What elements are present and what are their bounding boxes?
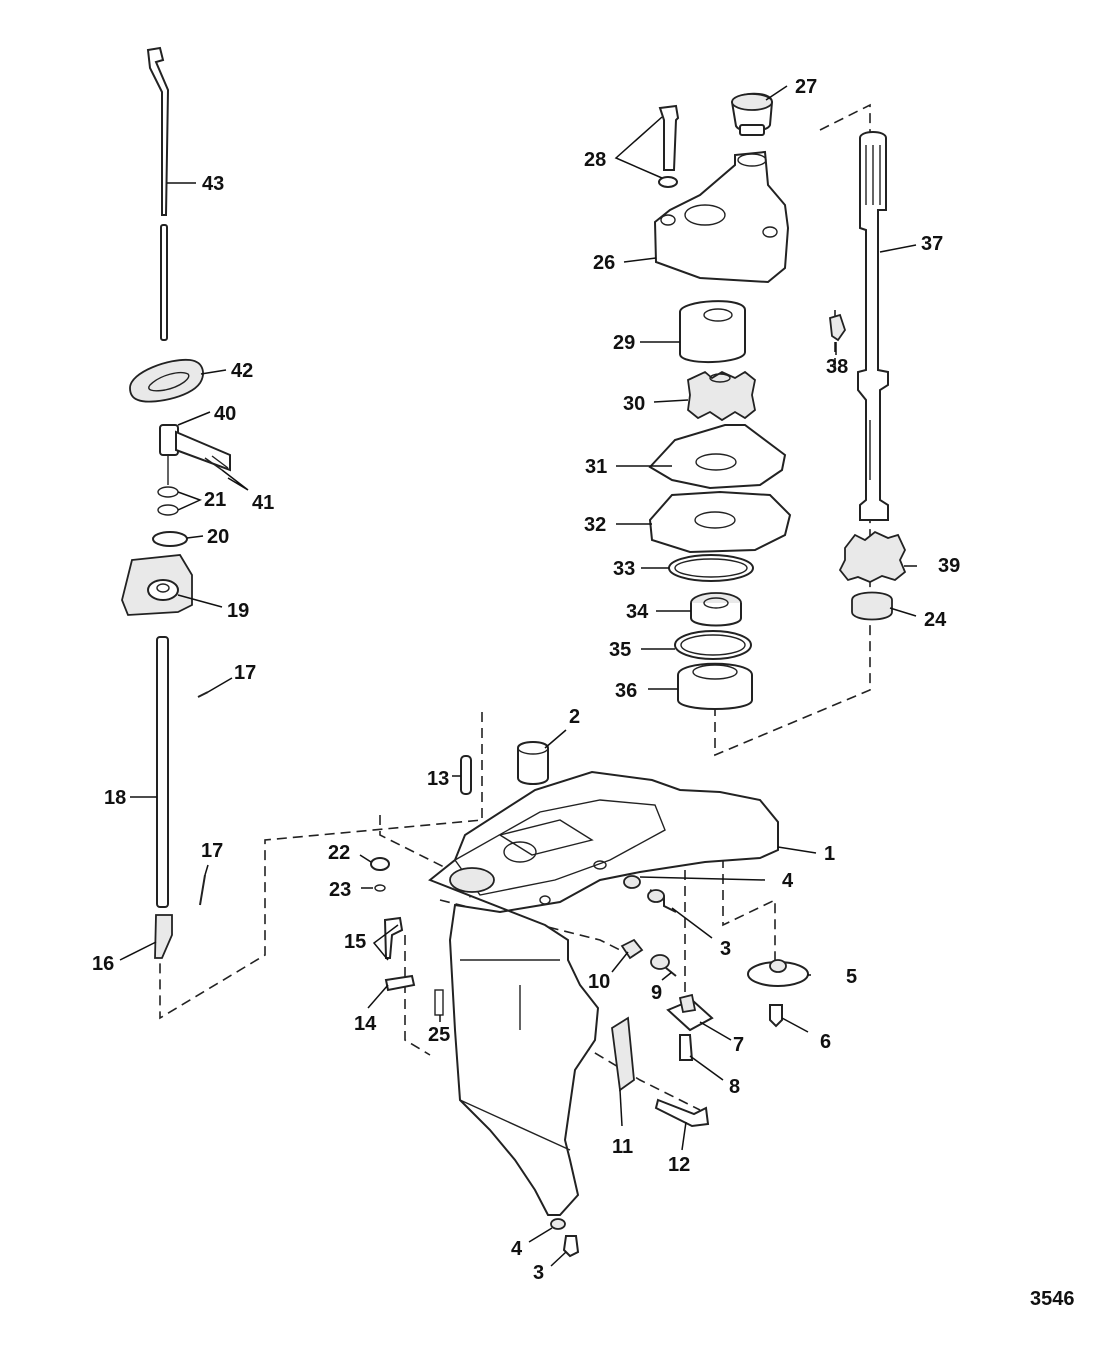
- screw-8: [679, 1034, 694, 1061]
- callout-7: 7: [733, 1034, 744, 1056]
- water-tube-seal: [730, 92, 774, 136]
- callout-31: 31: [585, 456, 607, 478]
- callout-26: 26: [593, 252, 615, 274]
- callout-39: 39: [938, 555, 960, 577]
- screw-12: [654, 1098, 710, 1128]
- callout-4-lower: 4: [511, 1238, 523, 1260]
- pin-14: [384, 974, 416, 992]
- callout-32: 32: [584, 514, 606, 536]
- pinion-nut: [851, 591, 893, 621]
- assembly-guide-lines: [159, 103, 871, 1111]
- callout-3-upper: 3: [720, 938, 731, 960]
- shift-cam: [154, 914, 173, 959]
- callout-13: 13: [427, 768, 449, 790]
- bolt-23: [374, 884, 386, 892]
- callout-1: 1: [824, 843, 835, 865]
- water-tube-bushing: [517, 741, 549, 785]
- callout-4-upper: 4: [782, 870, 794, 892]
- impeller: [687, 370, 756, 422]
- shift-shaft-bushing: [121, 554, 193, 616]
- callout-12: 12: [668, 1154, 690, 1176]
- callout-41: 41: [252, 492, 274, 514]
- callout-labels: 1 2 3 3 4 4 5 6 7 8 9 10 11 12 13 14 15 …: [92, 76, 960, 1284]
- callout-5: 5: [846, 966, 857, 988]
- o-ring-35: [674, 630, 752, 660]
- callout-37: 37: [921, 233, 943, 255]
- pin-25: [434, 989, 444, 1016]
- washer-4-upper: [623, 875, 641, 889]
- callout-15: 15: [344, 931, 366, 953]
- callout-17-upper: 17: [234, 662, 256, 684]
- face-plate: [648, 490, 792, 554]
- clip-11: [611, 1016, 635, 1092]
- o-ring-20: [152, 531, 188, 547]
- screw-9: [650, 954, 677, 977]
- callout-23: 23: [329, 879, 351, 901]
- callout-6: 6: [820, 1031, 831, 1053]
- screw-3-upper: [647, 889, 677, 913]
- callout-14: 14: [354, 1013, 377, 1035]
- bearing-34: [690, 592, 742, 627]
- callout-36: 36: [615, 680, 637, 702]
- screw-6: [769, 1004, 783, 1028]
- pin-17-upper: [197, 691, 209, 698]
- callout-11: 11: [612, 1136, 633, 1158]
- callout-10: 10: [588, 971, 610, 993]
- shift-rod-upper: [146, 46, 170, 341]
- pump-insert: [679, 300, 746, 363]
- driveshaft-key: [829, 313, 846, 342]
- callout-24: 24: [924, 609, 947, 631]
- water-pump-housing: [653, 150, 790, 284]
- callout-25: 25: [428, 1024, 450, 1046]
- dowel-pin-13: [460, 755, 472, 795]
- callout-8: 8: [729, 1076, 740, 1098]
- callout-9: 9: [651, 982, 662, 1004]
- driveshaft: [857, 131, 889, 521]
- pump-screws: [658, 104, 680, 188]
- callout-19: 19: [227, 600, 249, 622]
- callout-28: 28: [584, 149, 606, 171]
- callout-22: 22: [328, 842, 350, 864]
- callout-18: 18: [104, 787, 126, 809]
- callout-38: 38: [826, 356, 848, 378]
- callout-20: 20: [207, 526, 229, 548]
- washer-4-lower: [550, 1218, 566, 1230]
- gasket-upper: [648, 424, 787, 490]
- callout-2: 2: [569, 706, 580, 728]
- callout-43: 43: [202, 173, 224, 195]
- callout-35: 35: [609, 639, 631, 661]
- callout-40: 40: [214, 403, 236, 425]
- callout-33: 33: [613, 558, 635, 580]
- callout-3-lower: 3: [533, 1262, 544, 1284]
- trim-tab-5: [747, 959, 809, 987]
- link-15: [383, 916, 404, 959]
- figure-number: 3546: [1030, 1288, 1075, 1310]
- pinion-gear: [838, 530, 907, 583]
- o-ring-33: [668, 554, 754, 582]
- shift-rod-grommet: [129, 359, 204, 403]
- callout-27: 27: [795, 76, 817, 98]
- callout-29: 29: [613, 332, 635, 354]
- callout-34: 34: [626, 601, 649, 623]
- leader-lines: [119, 85, 917, 1267]
- callout-16: 16: [92, 953, 114, 975]
- screw-3-lower: [562, 1235, 580, 1258]
- washer-22: [370, 857, 390, 871]
- driveshaft-housing: [428, 770, 779, 1216]
- retaining-rings: [157, 486, 179, 516]
- oil-seal-carrier: [677, 662, 753, 710]
- callout-30: 30: [623, 393, 645, 415]
- callout-42: 42: [231, 360, 253, 382]
- callout-21: 21: [204, 489, 226, 511]
- lower-shift-shaft: [156, 636, 169, 908]
- pin-17-lower: [199, 874, 206, 906]
- callout-17-lower: 17: [201, 840, 223, 862]
- shift-lever: [159, 424, 231, 485]
